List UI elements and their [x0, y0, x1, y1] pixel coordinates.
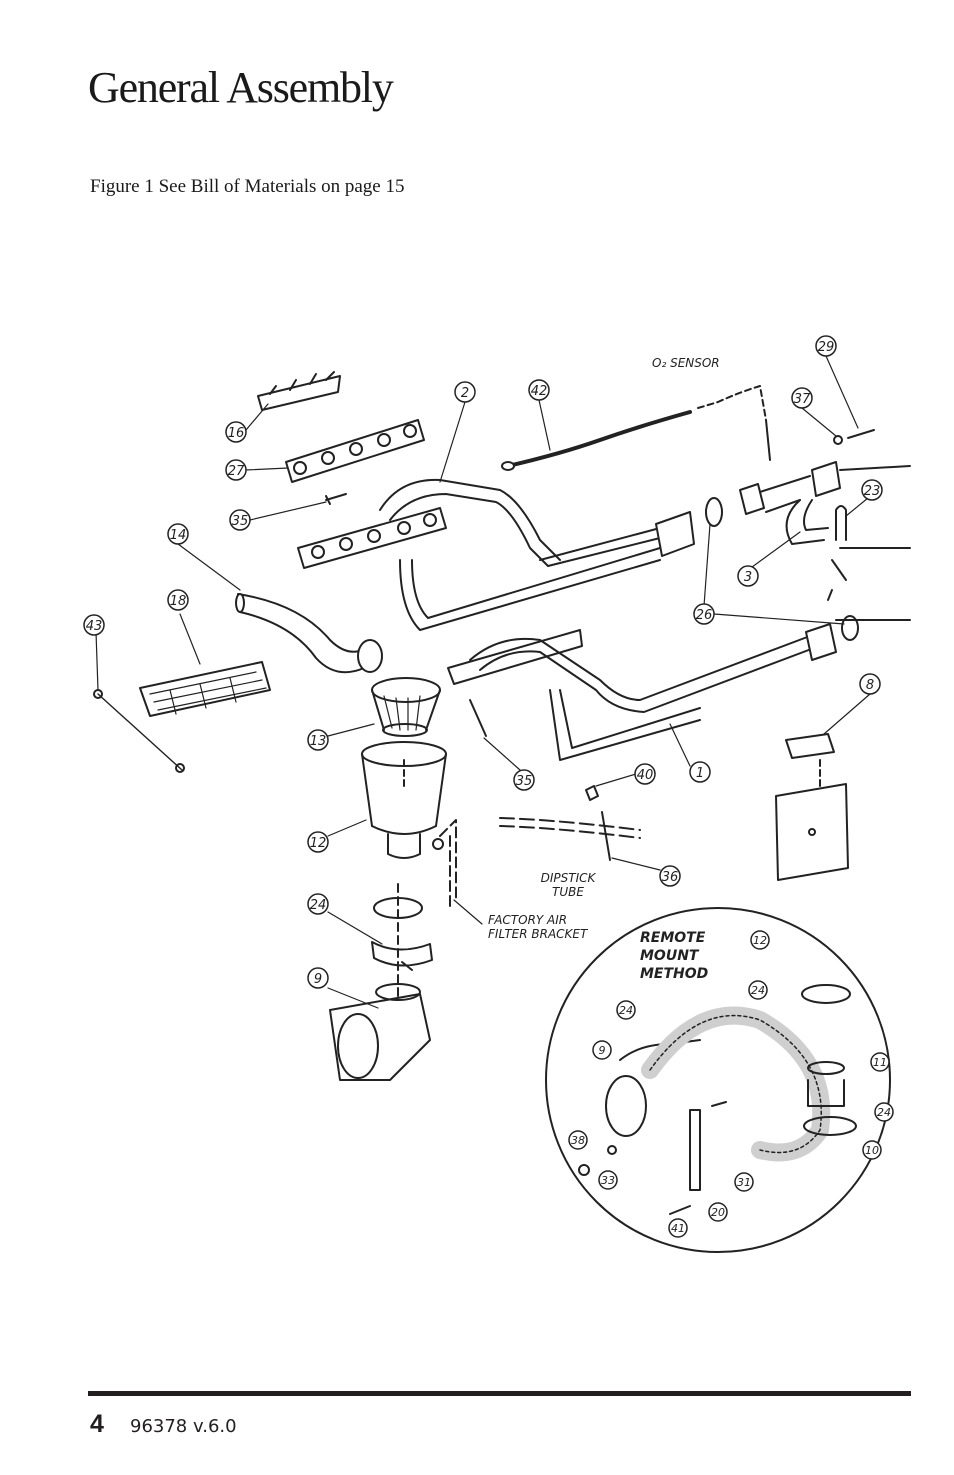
callout-40: 40: [637, 768, 654, 783]
part-18-mesh: [139, 661, 271, 717]
remote-label-1: REMOTE: [640, 930, 706, 946]
part-14-tube: [235, 593, 383, 674]
callout-24: 24: [310, 898, 327, 913]
part-3-y-pipe: [739, 461, 911, 549]
callout-35-bottom: 35: [516, 774, 533, 789]
factory-label-1: FACTORY AIR: [488, 913, 567, 927]
part-42-o2-wire: [501, 385, 771, 471]
factory-bracket: [432, 819, 457, 911]
callout-23: 23: [864, 484, 881, 499]
part-37-washer: [833, 435, 843, 445]
callout-circles: [83, 335, 894, 1238]
callout-remote-24c: 24: [877, 1106, 891, 1119]
o2-sensor-label: O₂ SENSOR: [652, 356, 720, 370]
part-29-stud: [847, 429, 875, 439]
part-26-gasket-lower: [841, 615, 859, 641]
callout-9: 9: [314, 972, 322, 987]
callout-remote-41: 41: [671, 1222, 685, 1235]
callout-26: 26: [696, 608, 713, 623]
callout-35-top: 35: [232, 514, 249, 529]
factory-label-2: FILTER BRACKET: [488, 927, 589, 941]
part-1-header: [447, 619, 911, 761]
part-9-inlet: [329, 983, 431, 1081]
callout-remote-10: 10: [865, 1144, 879, 1157]
callout-43: 43: [86, 619, 103, 634]
callout-remote-9: 9: [599, 1044, 606, 1057]
callout-18: 18: [170, 594, 187, 609]
callout-remote-33: 33: [601, 1174, 615, 1187]
part-26-gasket-upper: [705, 497, 723, 527]
callout-42: 42: [531, 384, 548, 399]
page-title: General Assembly: [88, 63, 394, 112]
part-8-box: [775, 733, 849, 881]
callout-remote-31: 31: [737, 1176, 751, 1189]
callout-29: 29: [818, 340, 835, 355]
footer-rule: [88, 1391, 911, 1396]
part-13-filter: [371, 677, 441, 737]
part-23-clamp: [827, 505, 847, 601]
part-43-strap: [93, 689, 185, 773]
callout-remote-38: 38: [571, 1134, 585, 1147]
leader-lines: [95, 355, 871, 1009]
remote-label-3: METHOD: [640, 966, 708, 982]
dipstick-tube: [499, 785, 641, 861]
part-16-shield: [257, 371, 341, 411]
part-27-gasket: [285, 419, 425, 483]
part-24-clamp: [371, 883, 433, 1001]
callout-16: 16: [228, 426, 245, 441]
callout-remote-20: 20: [711, 1206, 725, 1219]
callout-14: 14: [170, 528, 187, 543]
remote-mount-circle: [545, 907, 891, 1253]
doc-version: 96378 v.6.0: [130, 1416, 237, 1437]
callout-13: 13: [310, 734, 327, 749]
callout-remote-12: 12: [753, 934, 767, 947]
callout-1: 1: [696, 766, 704, 781]
dipstick-label-1: DIPSTICK: [541, 871, 597, 885]
remote-label-2: MOUNT: [640, 948, 700, 964]
remote-mount-parts: [578, 984, 857, 1215]
page-number: 4: [90, 1410, 104, 1438]
part-35-bolt-top: [325, 493, 347, 505]
part-12-housing: [361, 741, 447, 859]
callout-remote-11: 11: [873, 1056, 887, 1069]
callout-remote-24b: 24: [619, 1004, 633, 1017]
part-2-header: [297, 478, 695, 631]
callout-2: 2: [461, 386, 469, 401]
callout-27: 27: [228, 464, 245, 479]
callout-36: 36: [662, 870, 679, 885]
assembly-diagram: 29 2 42 37 16 23 27 35 14 3 18 26 43 8 1…: [83, 335, 911, 1253]
callout-8: 8: [866, 678, 874, 693]
callout-remote-24a: 24: [751, 984, 765, 997]
callout-37: 37: [794, 392, 811, 407]
figure-caption: Figure 1 See Bill of Materials on page 1…: [90, 176, 405, 197]
callout-12: 12: [310, 836, 327, 851]
callout-3: 3: [744, 570, 752, 585]
dipstick-label-2: TUBE: [552, 885, 584, 899]
